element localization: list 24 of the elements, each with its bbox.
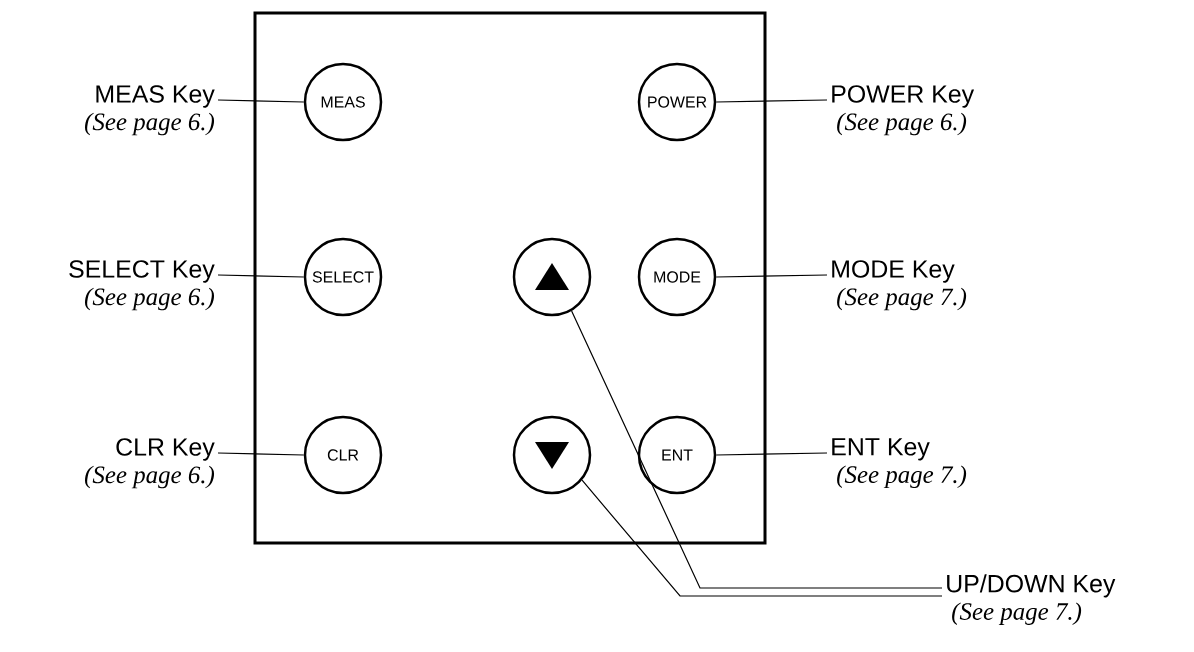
- leader-line: [217, 452, 305, 456]
- key-button: MODE: [637, 237, 717, 317]
- key-button: CLR: [303, 415, 383, 495]
- leader-line: [715, 274, 828, 278]
- keypad-panel: [253, 11, 767, 545]
- key-button: ENT: [637, 415, 717, 495]
- key-label: POWER Key (See page 6.): [832, 85, 975, 136]
- leader-line: [715, 452, 828, 456]
- key-button: SELECT: [303, 237, 383, 317]
- arrow-key-button: [512, 237, 592, 317]
- key-button: POWER: [637, 62, 717, 142]
- key-label: CLR Key (See page 6.): [85, 438, 215, 489]
- key-label: UP/DOWN Key (See page 7.): [947, 574, 1116, 625]
- key-label: ENT Key (See page 7.): [832, 438, 967, 489]
- leader-line: [217, 274, 305, 278]
- key-label: MODE Key (See page 7.): [832, 260, 967, 311]
- leader-line: [217, 99, 305, 103]
- leader-line: [571, 310, 943, 589]
- key-label: MEAS Key (See page 6.): [85, 85, 215, 136]
- key-button: MEAS: [303, 62, 383, 142]
- arrow-key-button: [512, 415, 592, 495]
- leader-line: [581, 479, 943, 597]
- key-label: SELECT Key (See page 6.): [69, 260, 215, 311]
- leader-line: [715, 99, 828, 103]
